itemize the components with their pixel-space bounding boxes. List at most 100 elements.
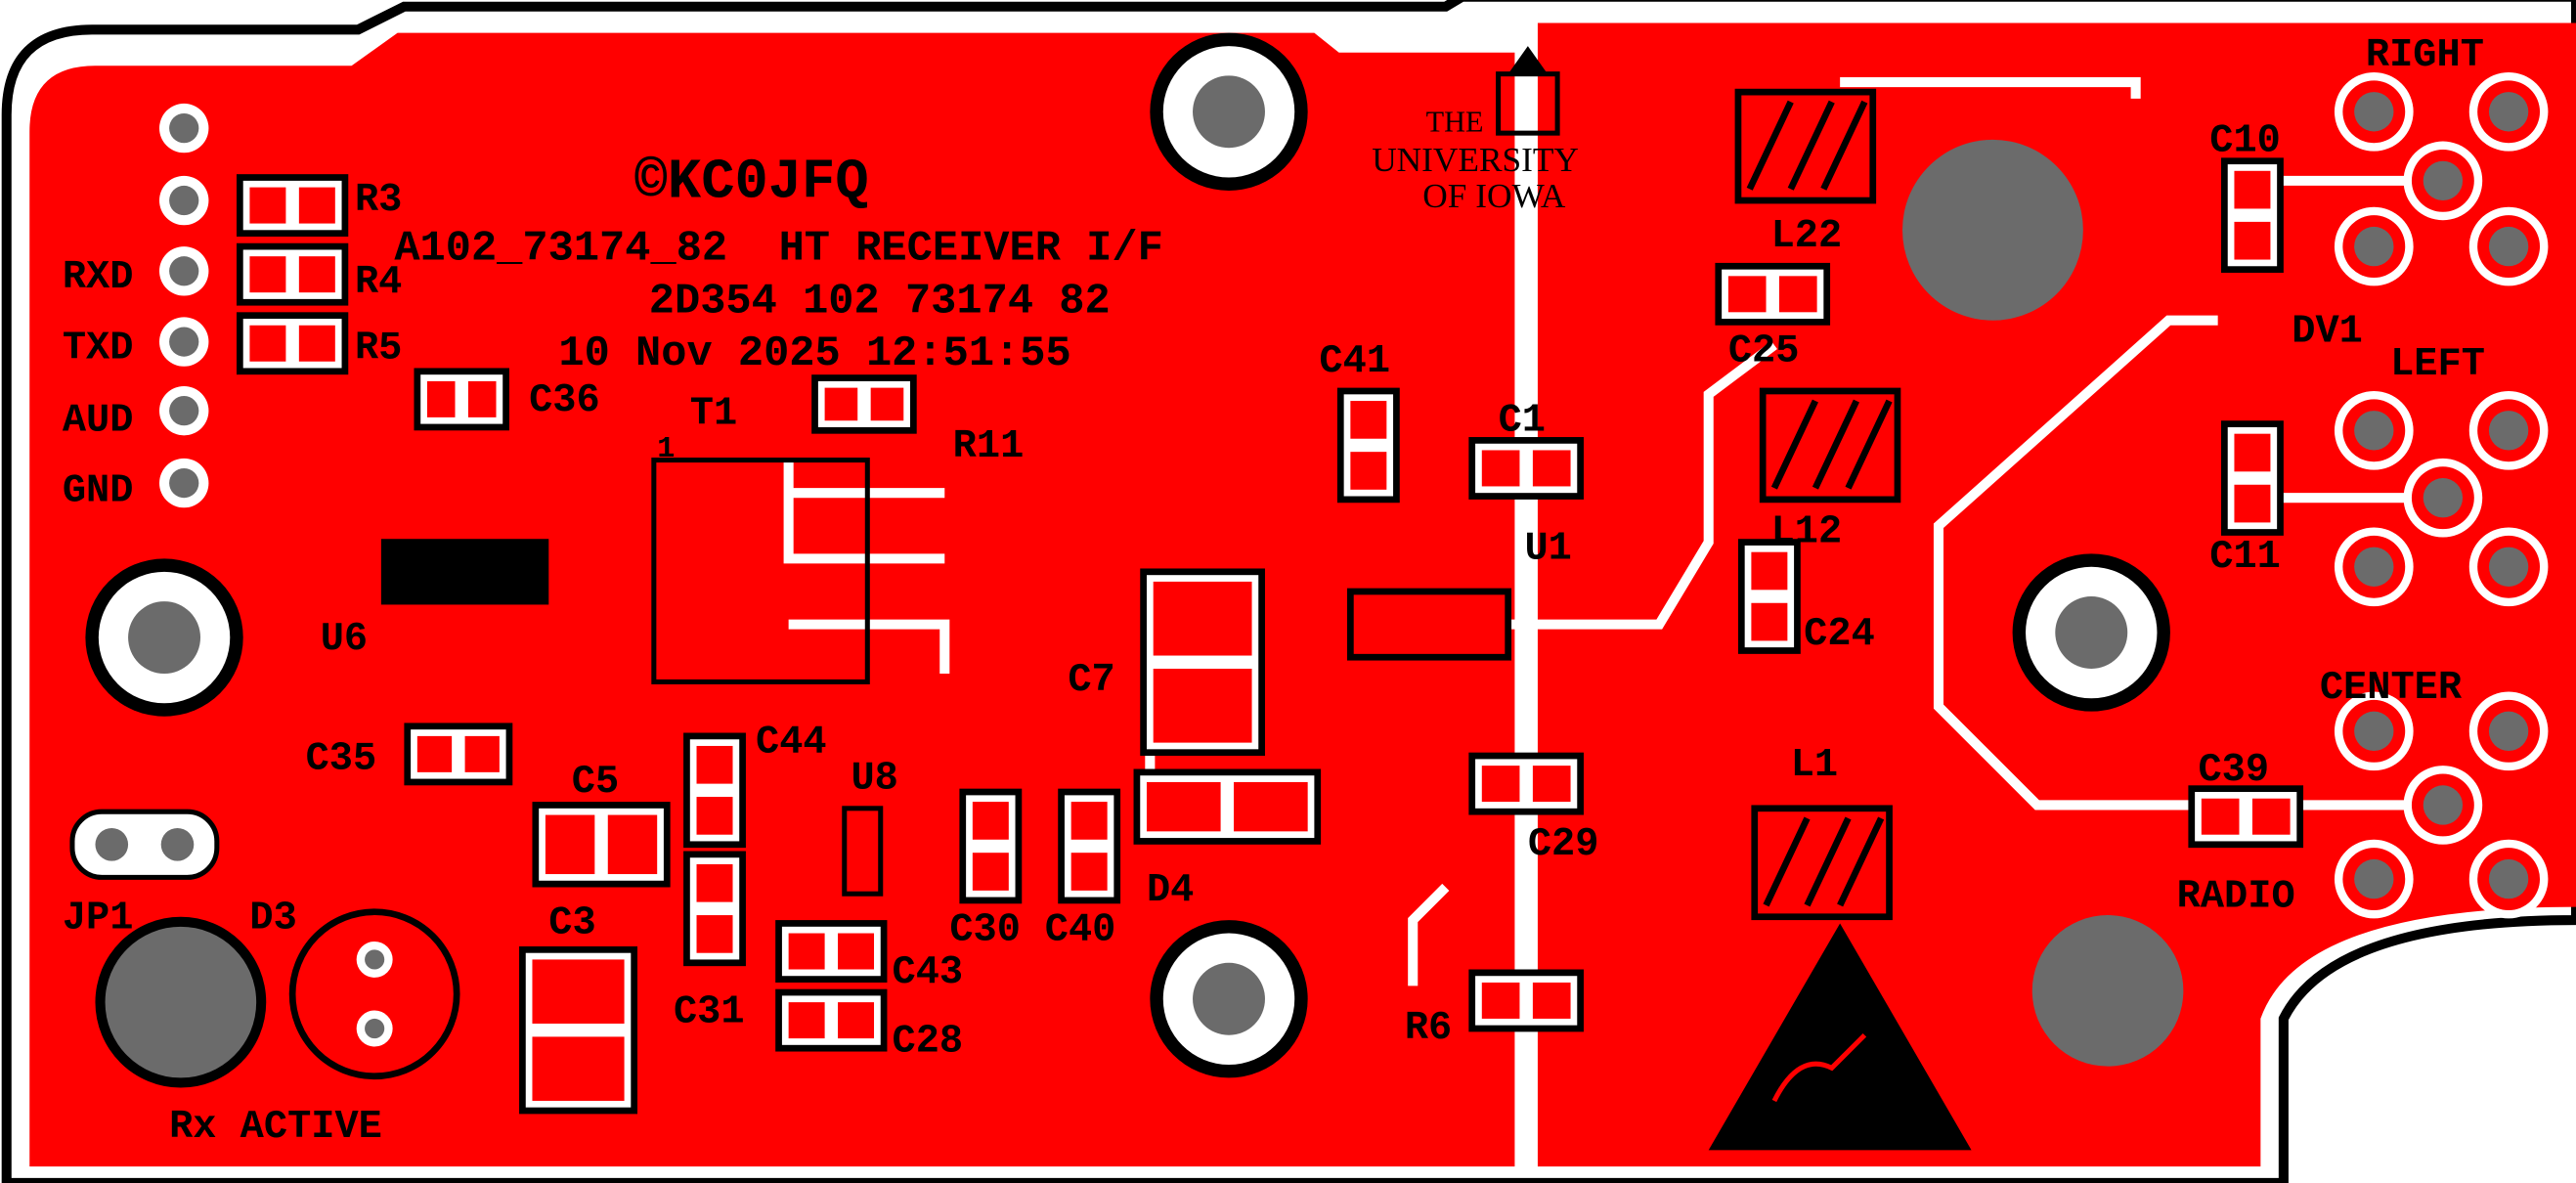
- label-d4: D4: [1147, 868, 1194, 913]
- logo-line1: THE: [1426, 105, 1484, 138]
- header-pin: [159, 103, 209, 153]
- label-r11: R11: [953, 424, 1025, 469]
- label-r4: R4: [355, 260, 402, 305]
- connector-pad: [2334, 390, 2414, 470]
- connector-pad: [2468, 206, 2549, 286]
- transformer-t1: [651, 458, 870, 684]
- footprint-c43: [775, 920, 888, 983]
- footprint-c1: [1468, 437, 1584, 500]
- logo-line2: UNIVERSITY: [1372, 141, 1579, 179]
- label-jp1: JP1: [63, 896, 134, 941]
- footprint-c30: [959, 788, 1023, 904]
- mounting-hole: [1150, 920, 1308, 1078]
- copyright-text: ©KC0JFQ: [634, 152, 869, 215]
- footprint-r6: [1468, 969, 1584, 1032]
- connector-pad: [2468, 691, 2549, 771]
- label-c36: C36: [529, 378, 600, 423]
- smd-footprints: [236, 157, 2304, 1115]
- drawing-number-text: 2D354 102 73174 82: [649, 278, 1111, 326]
- connector-pad: [2403, 458, 2483, 538]
- connector-pad: [2334, 839, 2414, 919]
- label-c31: C31: [674, 989, 745, 1034]
- label-u8: U8: [851, 757, 897, 802]
- pin-header: [159, 103, 209, 508]
- label-t1: T1: [690, 392, 737, 437]
- connector-pad: [2403, 766, 2483, 845]
- label-r5: R5: [355, 326, 402, 371]
- label-l22: L22: [1771, 214, 1843, 259]
- inductors: [1734, 88, 1901, 921]
- connector-pad: [2468, 527, 2549, 607]
- label-c39: C39: [2198, 748, 2269, 793]
- university-logo: THE UNIVERSITY OF IOWA: [1372, 46, 1579, 215]
- label-c29: C29: [1528, 822, 1599, 867]
- label-r6: R6: [1405, 1006, 1452, 1051]
- label-c35: C35: [306, 736, 377, 781]
- mounting-hole: [85, 558, 243, 717]
- label-c3: C3: [548, 901, 595, 946]
- ic-u8: [842, 806, 884, 897]
- label-u1: U1: [1524, 526, 1571, 571]
- header-pin: [159, 246, 209, 296]
- pin-label-rxd: RXD: [63, 255, 134, 300]
- connector-pad: [2468, 71, 2549, 152]
- footprint-l22: [1715, 262, 1831, 326]
- label-t1-pin1: 1: [657, 433, 675, 466]
- footprint-c44: [683, 732, 746, 849]
- label-dv1: DV1: [2292, 310, 2363, 355]
- led-d3: [288, 908, 460, 1080]
- footprint-r5: [236, 312, 349, 375]
- footprint-c39: [2188, 785, 2304, 849]
- mounting-hole: [1150, 32, 1308, 191]
- label-c43: C43: [893, 950, 964, 995]
- footprint-c40: [1058, 788, 1121, 904]
- label-c40: C40: [1045, 907, 1116, 952]
- date-text: 10 Nov 2025 12:51:55: [558, 330, 1070, 378]
- pin-label-gnd: GND: [63, 469, 134, 514]
- label-r3: R3: [355, 178, 402, 223]
- connector-pad: [2334, 206, 2414, 286]
- label-c10: C10: [2209, 119, 2281, 164]
- label-c41: C41: [1319, 339, 1390, 384]
- mounting-holes: [85, 32, 2184, 1088]
- label-c44: C44: [756, 721, 827, 766]
- connector-pad: [2334, 691, 2414, 771]
- label-l1: L1: [1791, 743, 1838, 788]
- mounting-hole: [95, 916, 267, 1088]
- copper-pour-left: [29, 32, 1515, 1167]
- connector-pad: [2468, 839, 2549, 919]
- label-c30: C30: [949, 907, 1021, 952]
- label-l12: L12: [1771, 510, 1843, 555]
- footprint-c31: [683, 851, 746, 967]
- connector-pads: [2334, 71, 2549, 919]
- label-c28: C28: [893, 1020, 964, 1065]
- part-number-text: A102_73174_82 HT RECEIVER I/F: [394, 226, 1163, 274]
- header-pin: [159, 317, 209, 367]
- ic-u6: [380, 539, 549, 605]
- footprint-c29: [1468, 752, 1584, 815]
- label-u6: U6: [321, 617, 368, 662]
- footprint-r11: [811, 374, 917, 434]
- connector-pad: [2334, 527, 2414, 607]
- mounting-hole: [1902, 139, 2083, 321]
- footprint-c28: [775, 988, 888, 1052]
- label-d3: D3: [249, 896, 296, 941]
- footprint-d4: [1133, 768, 1322, 845]
- footprint-c41: [1336, 387, 1400, 504]
- mounting-hole: [2012, 553, 2170, 712]
- connector-label-radio: RADIO: [2177, 875, 2295, 920]
- jumper-jp1: [69, 809, 220, 880]
- connector-label-center: CENTER: [2320, 666, 2463, 711]
- label-c7: C7: [1068, 658, 1114, 703]
- footprint-c10: [2221, 157, 2284, 273]
- footprint-c3: [519, 945, 638, 1115]
- header-pin: [159, 175, 209, 226]
- rx-active-label: Rx ACTIVE: [169, 1105, 382, 1150]
- pin-label-aud: AUD: [63, 398, 134, 443]
- footprint-c7: [1140, 568, 1265, 757]
- footprint-l12: [1737, 539, 1801, 654]
- connector-label-left: LEFT: [2390, 342, 2485, 387]
- logo-line3: OF IOWA: [1422, 177, 1566, 215]
- label-c11: C11: [2209, 535, 2281, 580]
